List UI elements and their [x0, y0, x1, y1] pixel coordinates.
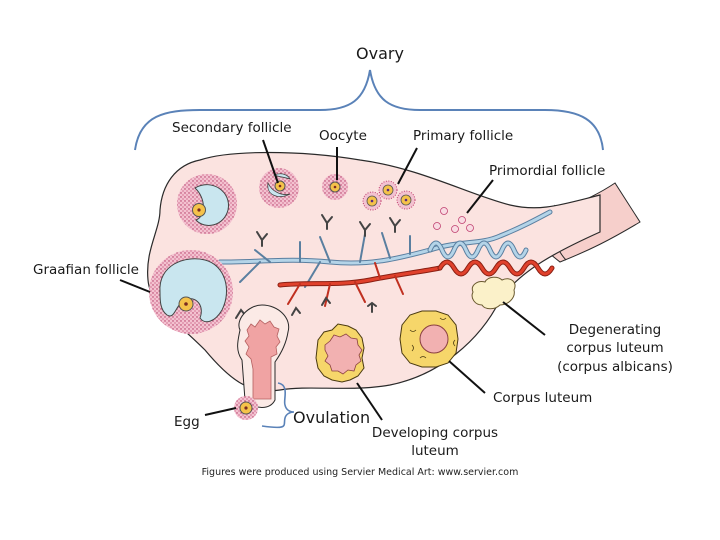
corpus-albicans: [471, 276, 516, 310]
label-oocyte: Oocyte: [319, 128, 367, 144]
label-developing-1: Developing corpus: [371, 425, 499, 441]
vessel-fragments: [235, 214, 401, 319]
label-ovulation: Ovulation: [293, 408, 371, 427]
title-ovary: Ovary: [356, 44, 404, 63]
label-degenerating-3: (corpus albicans): [557, 359, 673, 375]
label-primary-follicle: Primary follicle: [413, 128, 514, 144]
arteries: [277, 259, 555, 307]
developing-corpus-luteum: [315, 323, 365, 383]
primary-follicles: [362, 180, 416, 211]
label-primordial-follicle: Primordial follicle: [489, 163, 606, 179]
label-degenerating-2: corpus luteum: [566, 340, 664, 356]
ovary-bracket: [134, 69, 604, 151]
ovulating-follicle: [234, 304, 290, 420]
primordial-follicles: [433, 207, 474, 233]
corpus-luteum: [399, 310, 459, 368]
credit-text: Figures were produced using Servier Medi…: [201, 467, 519, 478]
leader-lines: [119, 139, 546, 421]
label-egg: Egg: [174, 414, 200, 430]
label-developing-2: luteum: [411, 443, 459, 459]
oocyte-follicle: [322, 174, 348, 200]
label-degenerating-1: Degenerating: [568, 322, 662, 338]
label-secondary-follicle: Secondary follicle: [172, 120, 292, 136]
veins: [217, 209, 553, 288]
label-corpus-luteum: Corpus luteum: [493, 390, 593, 406]
label-graafian-follicle: Graafian follicle: [33, 262, 139, 278]
ovulation-bracket: [261, 382, 295, 429]
graafian-follicle: [149, 250, 233, 334]
secondary-follicle-large: [177, 174, 237, 234]
secondary-follicle: [259, 168, 299, 208]
